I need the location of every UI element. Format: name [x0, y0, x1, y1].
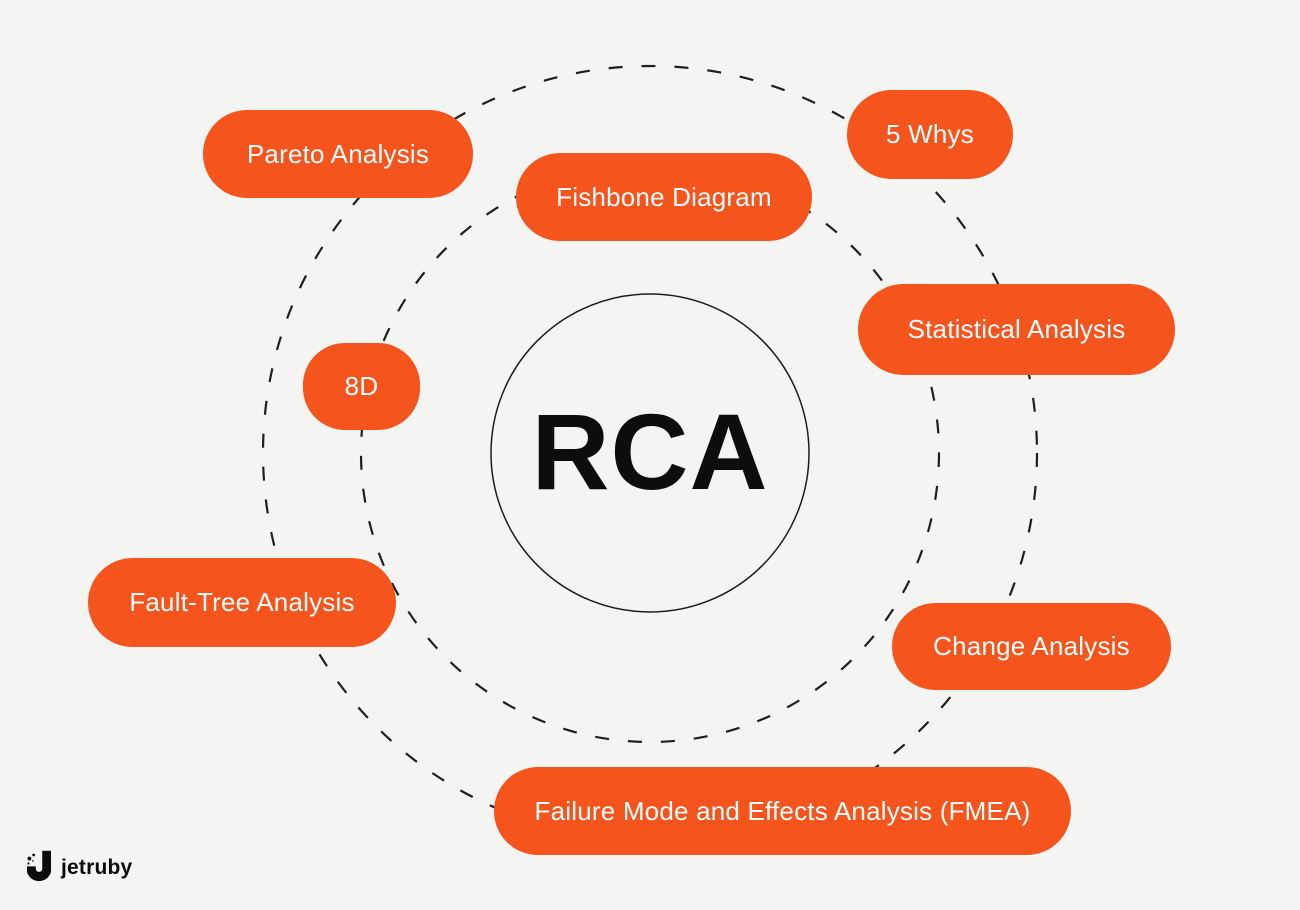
pill-label: Change Analysis: [933, 631, 1130, 661]
pill-5-whys: 5 Whys: [847, 90, 1013, 179]
pill-label: Failure Mode and Effects Analysis (FMEA): [534, 795, 1031, 826]
center-rca-label: RCA: [531, 391, 769, 512]
pill-pareto-analysis: Pareto Analysis: [203, 110, 473, 198]
pill-change-analysis: Change Analysis: [892, 603, 1171, 690]
pill-label: 5 Whys: [886, 119, 974, 149]
pill-8d: 8D: [303, 343, 420, 430]
pill-label: Fault-Tree Analysis: [129, 587, 355, 617]
pill-label: Fishbone Diagram: [556, 181, 772, 212]
jetruby-j-icon: [27, 850, 51, 882]
pill-fishbone-diagram: Fishbone Diagram: [516, 153, 812, 241]
jetruby-logo-text: jetruby: [61, 855, 133, 879]
pill-fmea: Failure Mode and Effects Analysis (FMEA): [494, 767, 1071, 855]
pill-fault-tree-analysis: Fault-Tree Analysis: [88, 558, 396, 647]
pill-label: Statistical Analysis: [907, 314, 1126, 344]
pill-label: 8D: [344, 371, 379, 401]
pill-label: Pareto Analysis: [246, 138, 430, 169]
jetruby-logo: jetruby: [27, 848, 132, 882]
pill-statistical-analysis: Statistical Analysis: [858, 284, 1175, 375]
center-circle: [490, 293, 810, 613]
